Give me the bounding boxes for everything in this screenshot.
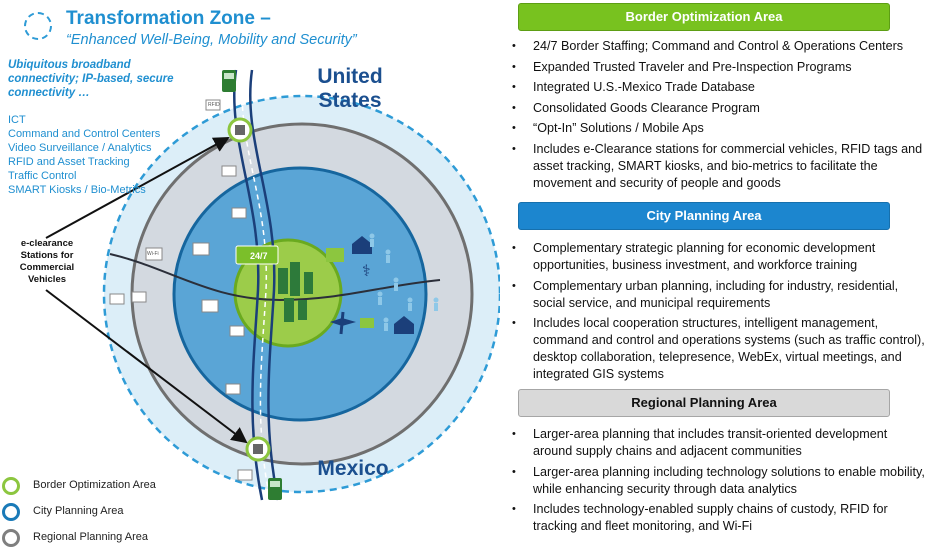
capability-item: RFID and Asset Tracking [8, 156, 130, 168]
list-item: “Opt-In” Solutions / Mobile Aps [510, 120, 926, 137]
legend-label: City Planning Area [33, 505, 124, 517]
eclearance-station-top-icon [227, 117, 253, 143]
legend-label: Regional Planning Area [33, 531, 148, 543]
country-label-united-states: United States [317, 65, 383, 112]
list-item: Includes technology-enabled supply chain… [510, 501, 926, 535]
list-item: Larger-area planning that includes trans… [510, 426, 926, 460]
list-item: Includes local cooperation structures, i… [510, 315, 926, 383]
truck-icon-top [222, 70, 236, 92]
arrow-to-bottom-station [45, 289, 248, 444]
legend-swatch-city-icon [2, 503, 20, 521]
arrow-to-top-station [45, 137, 230, 239]
city-planning-list: Complementary strategic planning for eco… [510, 240, 926, 387]
east-west-road [109, 253, 441, 302]
city-services-icons: ⚕ [326, 236, 414, 335]
legend-item-border: Border Optimization Area [2, 476, 202, 496]
border-line-dashed [241, 69, 271, 501]
country-label-mexico: Mexico [317, 457, 389, 480]
people-icons [369, 233, 439, 331]
section-header-border-optimization: Border Optimization Area [518, 3, 890, 31]
list-item: Expanded Trusted Traveler and Pre-Inspec… [510, 59, 926, 76]
list-item: Integrated U.S.-Mexico Trade Database [510, 79, 926, 96]
svg-text:⚕: ⚕ [362, 261, 371, 280]
list-item: 24/7 Border Staffing; Command and Contro… [510, 38, 926, 55]
legend-label: Border Optimization Area [33, 479, 156, 491]
badge-247-label: 24/7 [250, 251, 268, 261]
zone-map-graphic: ⚕ [45, 69, 500, 501]
list-item: Consolidated Goods Clearance Program [510, 100, 926, 117]
capability-item: Traffic Control [8, 170, 77, 182]
eclearance-label: e-clearance Stations for Commercial Vehi… [19, 238, 75, 285]
regional-planning-list: Larger-area planning that includes trans… [510, 426, 926, 539]
section-header-city-planning: City Planning Area [518, 202, 890, 230]
border-road-right [248, 69, 280, 501]
border-optimization-list: 24/7 Border Staffing; Command and Contro… [510, 38, 926, 196]
diagram-subtitle: “Enhanced Well-Being, Mobility and Secur… [66, 32, 357, 48]
capability-item: Command and Control Centers [8, 128, 161, 140]
transformation-zone-icon [24, 12, 52, 40]
wifi-icons [145, 242, 219, 313]
command-center-247-badge [235, 245, 279, 265]
legend-swatch-border-icon [2, 477, 20, 495]
transformation-zone-diagram: ⚕ 24/7 RFID Wi-Fi Transformation Zone – … [2, 8, 500, 548]
wifi-tag-label: Wi-Fi [147, 251, 159, 257]
capability-item: Video Surveillance / Analytics [8, 142, 152, 154]
list-item: Includes e-Clearance stations for commer… [510, 141, 926, 192]
list-item: Complementary urban planning, including … [510, 278, 926, 312]
diagram-title-text: Transformation Zone – [66, 8, 271, 29]
rfid-tag-icons [109, 99, 253, 481]
capability-item: SMART Kiosks / Bio-Metrics [8, 184, 146, 196]
connectivity-text: Ubiquitous broadband connectivity; IP-ba… [8, 59, 174, 99]
eclearance-station-bottom-icon [245, 436, 271, 462]
legend-item-regional: Regional Planning Area [2, 528, 202, 548]
truck-icon-bottom [268, 478, 282, 500]
rfid-tag-label: RFID [208, 102, 220, 108]
city-buildings-icons [278, 262, 313, 322]
section-header-regional-planning: Regional Planning Area [518, 389, 890, 417]
capabilities-list: ICT Command and Control Centers Video Su… [8, 113, 183, 197]
list-item: Complementary strategic planning for eco… [510, 240, 926, 274]
legend-item-city: City Planning Area [2, 502, 202, 522]
capability-item: ICT [8, 114, 26, 126]
legend-swatch-regional-icon [2, 529, 20, 547]
list-item: Larger-area planning including technolog… [510, 464, 926, 498]
planning-areas-panel: Border Optimization Area 24/7 Border Sta… [500, 0, 929, 550]
